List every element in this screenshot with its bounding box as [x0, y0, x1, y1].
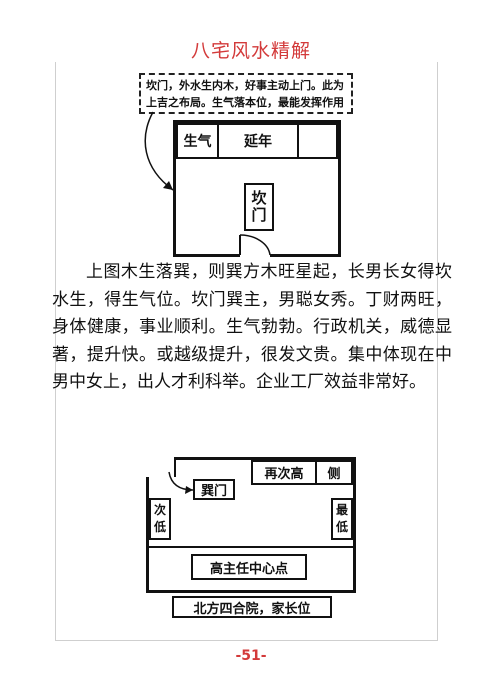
door-kanmen-char2: 门: [251, 206, 267, 224]
center-point-box: 高主任中心点: [191, 554, 307, 580]
floor-plan-xunmen: 再次高 侧 巽门 次 低 最 低 高主任中心点: [146, 457, 356, 593]
corner-notch: [146, 457, 176, 477]
body-paragraph: 上图木生落巽，则巽方木旺星起，长男长女得坎水生，得生气位。坎门巽主，男聪女秀。丁…: [52, 262, 452, 392]
room-cidi: 次 低: [149, 498, 171, 540]
door-kanmen: 坎 门: [244, 183, 274, 231]
note-box: 坎门，外水生内木，好事主动上门。此为上吉之布局。生气落本位，最能发挥作用: [139, 73, 353, 114]
room-ce: 侧: [315, 460, 353, 485]
room-zuidi-char2: 低: [335, 520, 348, 534]
floor-plan-kanmen: 生气 延年 坎 门: [173, 120, 341, 257]
room-zuidi: 最 低: [331, 498, 353, 540]
room-cidi-char1: 次: [153, 503, 166, 517]
plan-caption: 北方四合院，家长位: [172, 596, 332, 618]
page-number: -51-: [235, 648, 267, 664]
frame-right-line: [437, 62, 438, 640]
door-swing-icon: [239, 234, 271, 256]
room-zaicigao: 再次高: [251, 460, 317, 485]
room-empty: [297, 123, 338, 159]
label-xunmen: 巽门: [193, 479, 235, 500]
arrow-icon-xunmen: [168, 471, 194, 494]
page-header-title: 八宅风水精解: [190, 40, 311, 62]
door-kanmen-char1: 坎: [251, 189, 267, 207]
room-zuidi-char1: 最: [335, 503, 348, 517]
door-gap: [240, 251, 270, 257]
room-cidi-char2: 低: [153, 520, 166, 534]
arrow-icon: [144, 111, 174, 191]
room-yannian: 延年: [217, 123, 299, 159]
frame-bottom-line: [55, 640, 438, 641]
room-shengqi: 生气: [176, 123, 219, 159]
frame-left-line: [55, 62, 56, 640]
horizontal-divider: [149, 546, 353, 548]
